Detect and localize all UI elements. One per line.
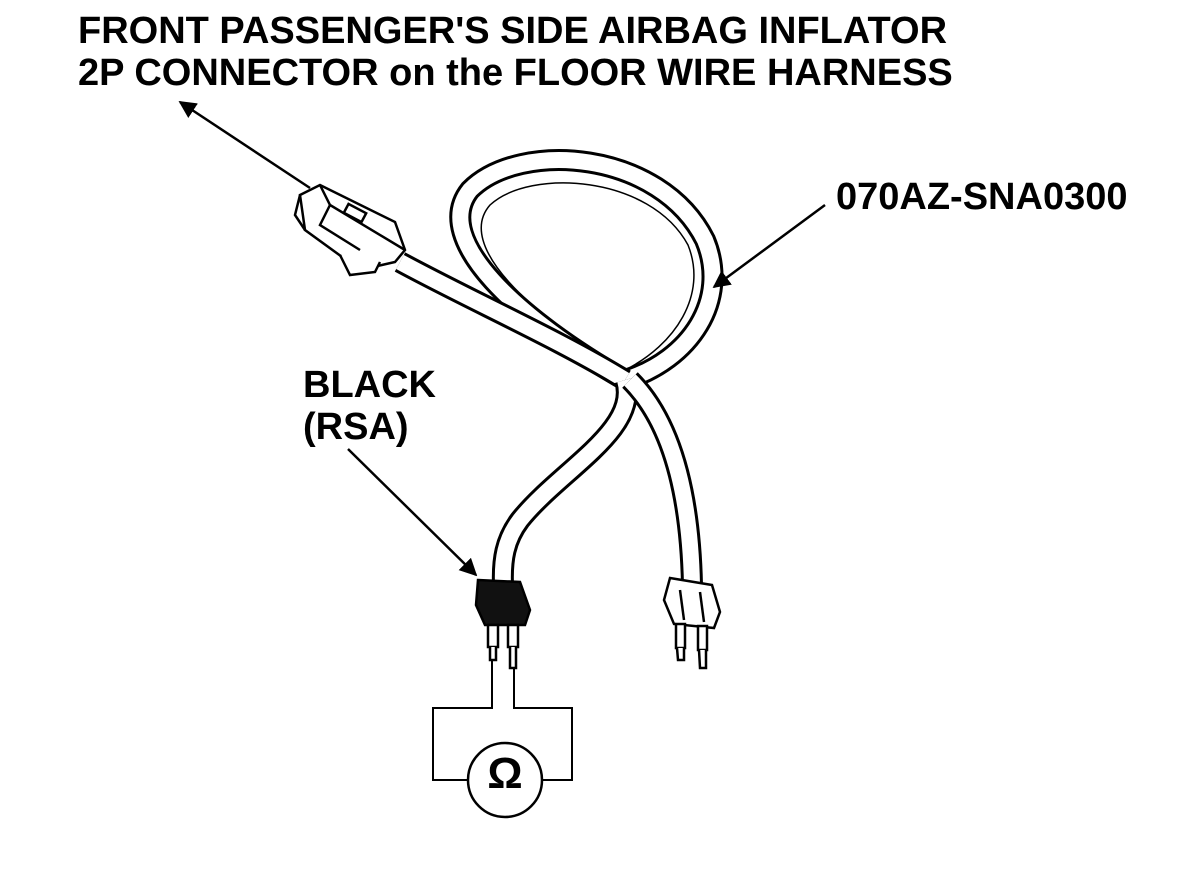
ohm-symbol: Ω: [487, 749, 523, 798]
meter-leads: [432, 660, 573, 781]
title-line-2: 2P CONNECTOR on the FLOOR WIRE HARNESS: [78, 52, 953, 94]
harness-connector-icon: [293, 183, 407, 277]
banana-plug-black-icon: [474, 578, 532, 670]
arrow-black-plug: [347, 448, 478, 577]
cable-to-white-plug: [622, 372, 703, 586]
wire-code-label: (RSA): [303, 406, 409, 448]
ohmmeter-icon: [466, 741, 544, 819]
title-line-1: FRONT PASSENGER'S SIDE AIRBAG INFLATOR: [78, 10, 948, 52]
leader-arrows: [178, 100, 826, 577]
cable-to-black-plug: [491, 376, 638, 586]
wire-color-label: BLACK: [303, 364, 436, 406]
banana-plug-white-icon: [662, 576, 722, 670]
part-number-label: 070AZ-SNA0300: [836, 176, 1128, 218]
cable-to-connector: [394, 252, 631, 390]
cable-loop: [449, 149, 724, 391]
arrow-title: [178, 100, 311, 190]
arrow-part-number: [712, 203, 826, 289]
